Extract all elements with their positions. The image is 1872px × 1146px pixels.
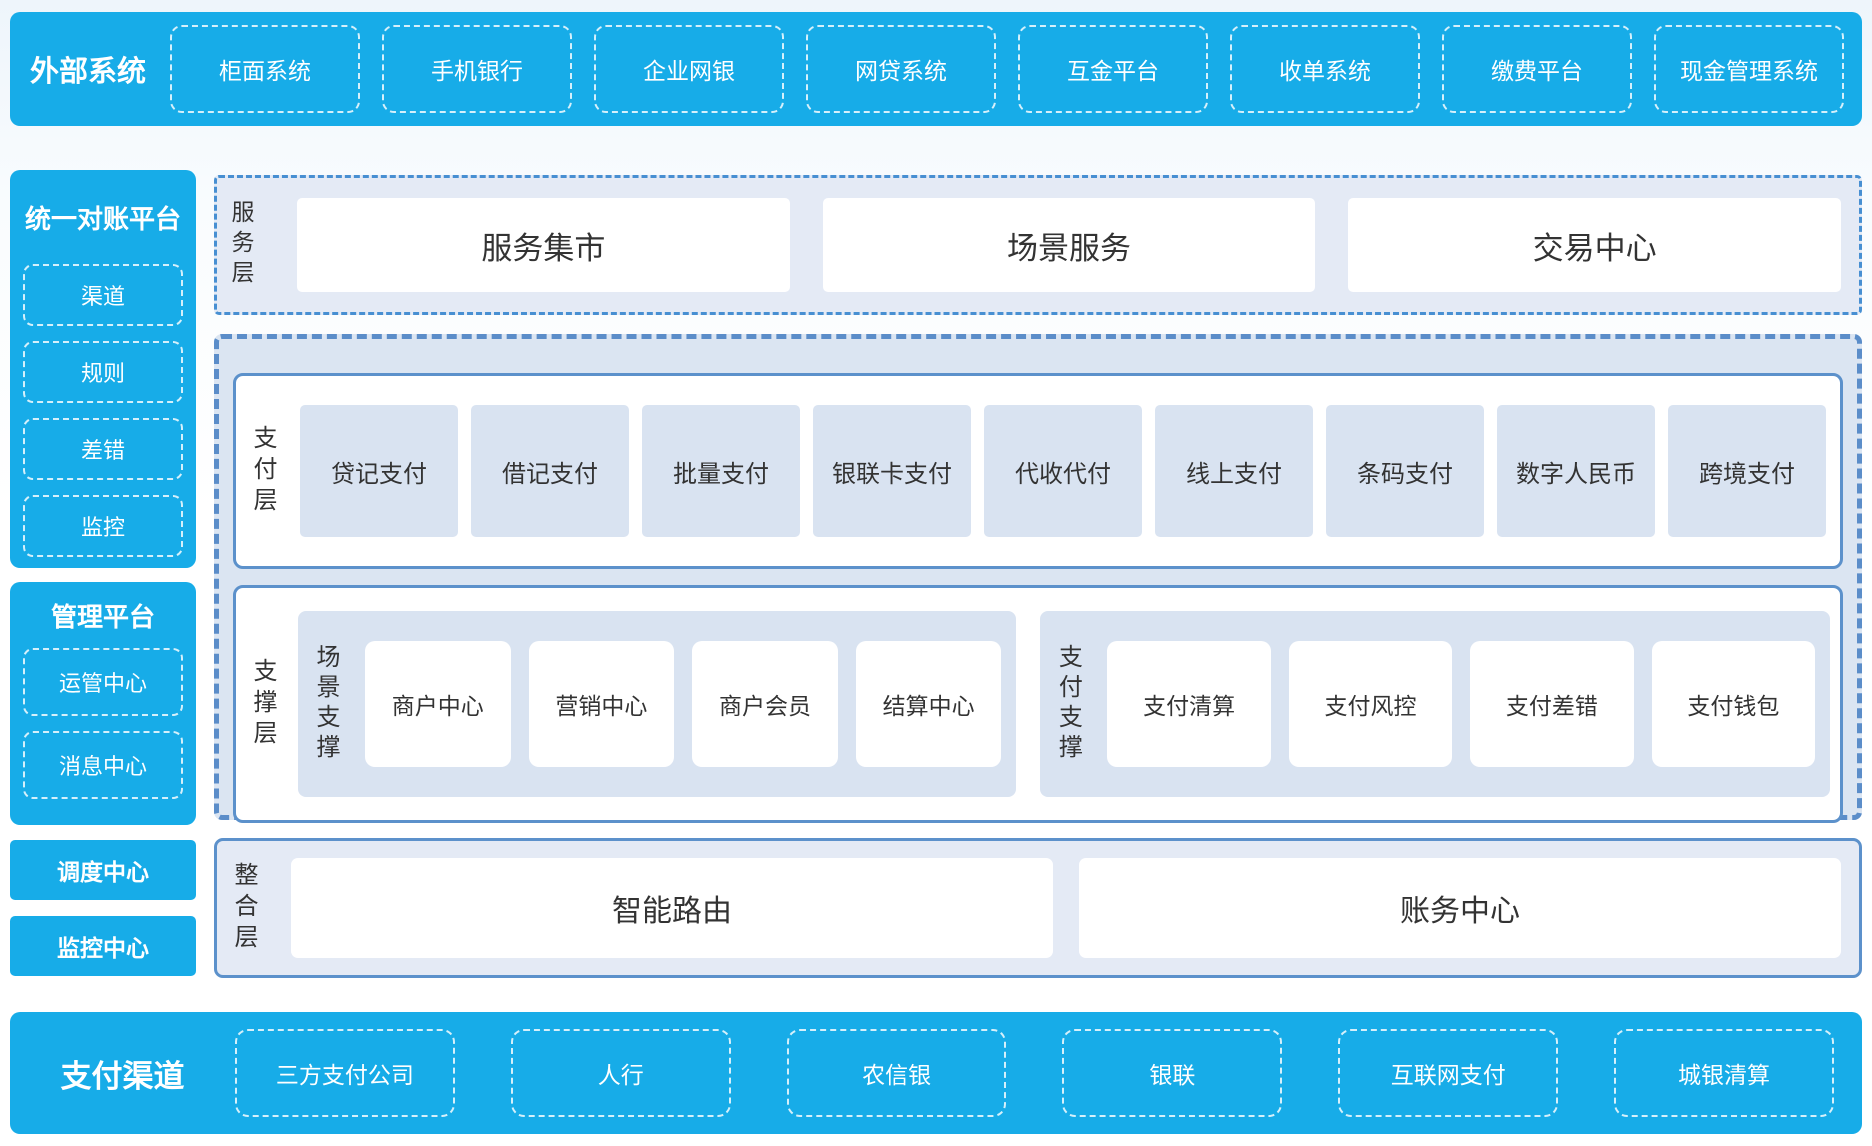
- payment-box-online-payment: 线上支付: [1155, 405, 1313, 537]
- external-systems-label: 外部系统: [29, 56, 146, 88]
- support-layer-sections: 场景支撑 商户中心 营销中心 商户会员 结算中心 支付支撑 支付清算 支付风控 …: [298, 611, 1830, 797]
- payment-box-barcode-payment: 条码支付: [1326, 405, 1484, 537]
- channel-item-pboc: 人行: [510, 1029, 731, 1117]
- channel-item-rural-credit-bank: 农信银: [786, 1029, 1007, 1117]
- payment-box-debit-payment: 借记支付: [471, 405, 629, 537]
- service-box-transaction-center: 交易中心: [1348, 198, 1842, 292]
- external-systems-bar: 外部系统 柜面系统 手机银行 企业网银 网贷系统 互金平台 收单系统 缴费平台 …: [10, 12, 1862, 126]
- integration-layer-row: 智能路由 账务中心: [291, 858, 1841, 958]
- integration-box-accounting-center: 账务中心: [1079, 858, 1841, 958]
- payment-box-batch-payment: 批量支付: [642, 405, 800, 537]
- support-box-merchant-center: 商户中心: [365, 641, 511, 767]
- reconciliation-item-discrepancy: 差错: [23, 418, 183, 480]
- support-box-merchant-members: 商户会员: [692, 641, 838, 767]
- external-system-item-internet-finance: 互金平台: [1018, 25, 1208, 113]
- management-platform-panel: 管理平台 运管中心 消息中心: [10, 582, 196, 825]
- service-layer-row: 服务集市 场景服务 交易中心: [297, 198, 1842, 292]
- support-box-settlement-center: 结算中心: [855, 641, 1002, 767]
- service-layer: 服务层 服务集市 场景服务 交易中心: [214, 175, 1862, 315]
- payment-layer-row: 贷记支付 借记支付 批量支付 银联卡支付 代收代付 线上支付 条码支付 数字人民…: [300, 405, 1826, 537]
- scene-support-label: 场景支撑: [312, 644, 339, 764]
- external-system-item-cash-management: 现金管理系统: [1654, 25, 1844, 113]
- core-layers-container: 支付层 贷记支付 借记支付 批量支付 银联卡支付 代收代付 线上支付 条码支付 …: [214, 334, 1862, 823]
- service-box-scenario-services: 场景服务: [822, 198, 1316, 292]
- management-item-message-center: 消息中心: [23, 731, 183, 799]
- payment-channels-items: 三方支付公司 人行 农信银 银联 互联网支付 城银清算: [235, 1029, 1834, 1117]
- support-box-payment-discrepancy: 支付差错: [1470, 641, 1634, 767]
- dispatch-center-box: 调度中心: [10, 840, 196, 900]
- payment-channels-bar: 支付渠道 三方支付公司 人行 农信银 银联 互联网支付 城银清算: [10, 1012, 1862, 1134]
- scene-support-section: 场景支撑 商户中心 营销中心 商户会员 结算中心: [298, 611, 1017, 797]
- management-platform-title: 管理平台: [50, 601, 155, 632]
- service-box-service-market: 服务集市: [297, 198, 790, 292]
- support-box-payment-wallet: 支付钱包: [1651, 641, 1816, 767]
- reconciliation-item-channel: 渠道: [23, 264, 183, 326]
- channel-item-internet-payment: 互联网支付: [1338, 1029, 1559, 1117]
- external-system-item-corporate-ebank: 企业网银: [594, 25, 784, 113]
- external-system-item-acquiring: 收单系统: [1230, 25, 1420, 113]
- integration-layer: 整合层 智能路由 账务中心: [214, 838, 1862, 978]
- payment-support-section: 支付支撑 支付清算 支付风控 支付差错 支付钱包: [1040, 611, 1830, 797]
- external-system-item-online-loan: 网贷系统: [806, 25, 996, 113]
- monitoring-center-box: 监控中心: [10, 916, 196, 976]
- support-layer: 支撑层 场景支撑 商户中心 营销中心 商户会员 结算中心 支付支撑 支付清算 支…: [233, 585, 1843, 823]
- management-item-operations-center: 运管中心: [23, 648, 183, 716]
- reconciliation-item-monitoring: 监控: [23, 495, 183, 557]
- support-box-payment-risk-control: 支付风控: [1288, 641, 1453, 767]
- payment-box-unionpay-card: 银联卡支付: [813, 405, 971, 537]
- payment-layer: 支付层 贷记支付 借记支付 批量支付 银联卡支付 代收代付 线上支付 条码支付 …: [233, 373, 1843, 569]
- payment-channels-label: 支付渠道: [60, 1058, 185, 1094]
- payment-box-cross-border: 跨境支付: [1668, 405, 1826, 537]
- service-layer-label: 服务层: [228, 200, 254, 290]
- payment-box-digital-rmb: 数字人民币: [1497, 405, 1655, 537]
- support-box-marketing-center: 营销中心: [528, 641, 675, 767]
- integration-layer-label: 整合层: [230, 861, 257, 955]
- payment-support-label: 支付支撑: [1054, 644, 1082, 764]
- support-layer-label: 支撑层: [249, 657, 276, 751]
- integration-box-smart-routing: 智能路由: [291, 858, 1053, 958]
- support-box-payment-clearing: 支付清算: [1107, 641, 1271, 767]
- payment-box-credit-payment: 贷记支付: [300, 405, 458, 537]
- external-system-item-counter-system: 柜面系统: [170, 25, 360, 113]
- payment-box-collection-agency: 代收代付: [984, 405, 1142, 537]
- reconciliation-platform-panel: 统一对账平台 渠道 规则 差错 监控: [10, 170, 196, 568]
- channel-item-unionpay: 银联: [1062, 1029, 1283, 1117]
- channel-item-city-bank-clearing: 城银清算: [1614, 1029, 1834, 1117]
- payment-layer-label: 支付层: [249, 424, 276, 518]
- external-system-item-bill-payment: 缴费平台: [1442, 25, 1632, 113]
- reconciliation-platform-title: 统一对账平台: [24, 203, 181, 234]
- external-system-item-mobile-banking: 手机银行: [382, 25, 572, 113]
- reconciliation-item-rules: 规则: [23, 341, 183, 403]
- left-sidebar: 统一对账平台 渠道 规则 差错 监控 管理平台 运管中心 消息中心 调度中心 监…: [10, 170, 196, 976]
- channel-item-third-party-payment: 三方支付公司: [235, 1029, 455, 1117]
